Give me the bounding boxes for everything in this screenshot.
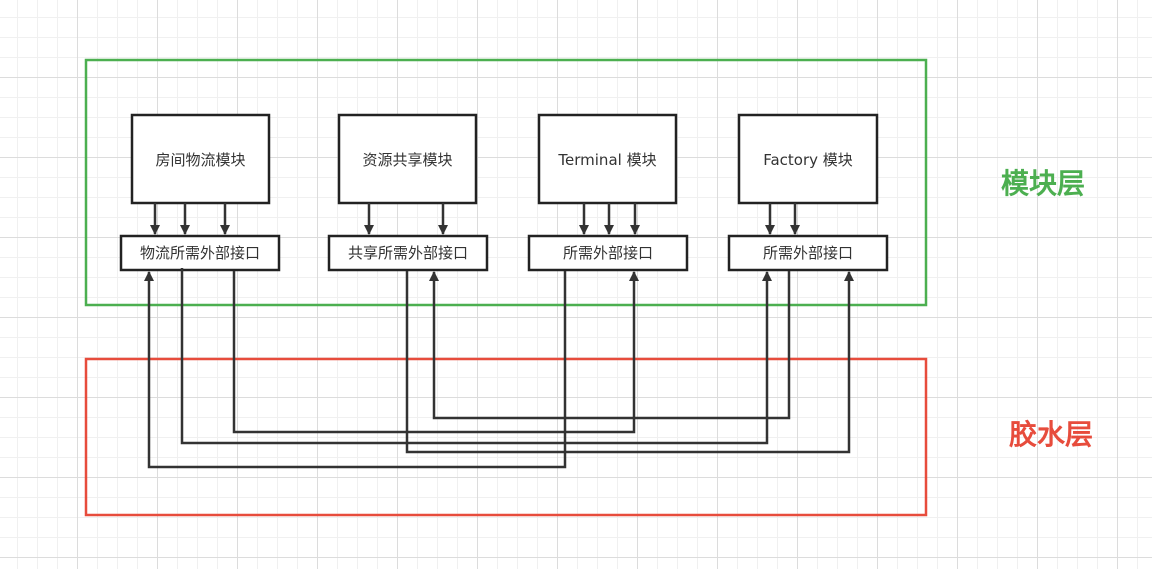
connection-logistics-to-terminal	[232, 271, 639, 434]
connection-factory-to-sharing	[429, 271, 791, 420]
module-terminal: Terminal 模块	[537, 113, 678, 205]
interface-box	[527, 234, 689, 272]
interface-box	[327, 234, 489, 272]
glue-layer-frame	[84, 357, 928, 517]
interface-label: 共享所需外部接口	[348, 244, 468, 262]
module-box	[337, 113, 478, 205]
interface-label: 物流所需外部接口	[140, 244, 260, 262]
module-label: 房间物流模块	[155, 151, 245, 169]
interface-box	[119, 234, 281, 272]
connection-logistics-to-factory-a	[180, 268, 772, 445]
module-factory: Factory 模块	[737, 113, 879, 205]
module-to-interface-arrows	[150, 203, 800, 235]
module-room-logistics: 房间物流模块	[130, 113, 271, 205]
module-resource-sharing: 资源共享模块	[337, 113, 478, 205]
glue-layer-label: 胶水层	[1009, 418, 1093, 451]
interface-label: 所需外部接口	[763, 244, 853, 262]
interface-label: 所需外部接口	[563, 244, 653, 262]
module-layer-label: 模块层	[1001, 167, 1085, 200]
interface-terminal: 所需外部接口	[527, 234, 689, 272]
connection-sharing-to-factory	[405, 271, 854, 454]
interface-sharing: 共享所需外部接口	[327, 234, 489, 272]
interface-box	[727, 234, 889, 272]
module-label: 资源共享模块	[362, 151, 452, 169]
module-box	[130, 113, 271, 205]
interface-factory: 所需外部接口	[727, 234, 889, 272]
interface-logistics: 物流所需外部接口	[119, 234, 281, 272]
module-label: Terminal 模块	[557, 151, 656, 169]
module-box	[537, 113, 678, 205]
module-box	[737, 113, 879, 205]
module-layer-frame	[84, 58, 928, 307]
glue-connections	[144, 268, 854, 469]
connection-terminal-to-logistics	[144, 271, 567, 469]
module-label: Factory 模块	[763, 151, 853, 169]
